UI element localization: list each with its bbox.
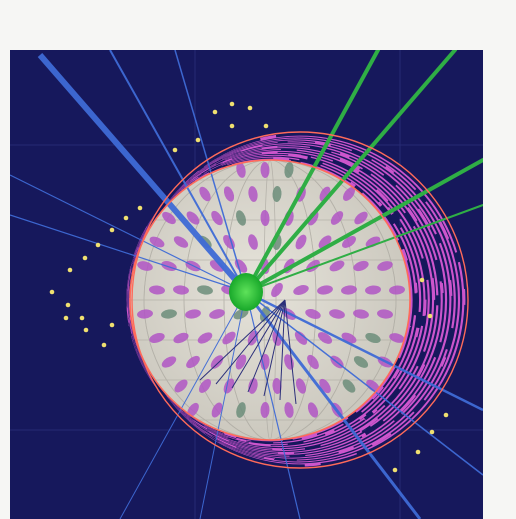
yellow-dot bbox=[230, 124, 235, 129]
yellow-dot bbox=[110, 323, 115, 328]
yellow-dot bbox=[66, 303, 71, 308]
yellow-dot bbox=[80, 316, 85, 321]
yellow-dot bbox=[173, 148, 178, 153]
yellow-dot bbox=[213, 110, 218, 115]
yellow-dot bbox=[83, 256, 88, 261]
yellow-dot bbox=[124, 216, 129, 221]
yellow-dot bbox=[230, 102, 235, 107]
yellow-dot bbox=[64, 316, 69, 321]
yellow-dot bbox=[430, 430, 435, 435]
yellow-dot bbox=[50, 290, 55, 295]
yellow-dot bbox=[428, 314, 433, 319]
yellow-dot bbox=[264, 124, 269, 129]
yellow-dot bbox=[68, 268, 73, 273]
yellow-dot bbox=[96, 243, 101, 248]
yellow-dot bbox=[138, 206, 143, 211]
yellow-dot bbox=[444, 413, 449, 418]
yellow-dot bbox=[248, 106, 253, 111]
yellow-dot bbox=[110, 228, 115, 233]
yellow-dot bbox=[84, 328, 89, 333]
yellow-dot bbox=[416, 450, 421, 455]
green-core bbox=[229, 273, 263, 311]
yellow-dot bbox=[420, 278, 425, 283]
yellow-dot bbox=[102, 343, 107, 348]
yellow-dot bbox=[196, 138, 201, 143]
yellow-dot bbox=[393, 468, 398, 473]
